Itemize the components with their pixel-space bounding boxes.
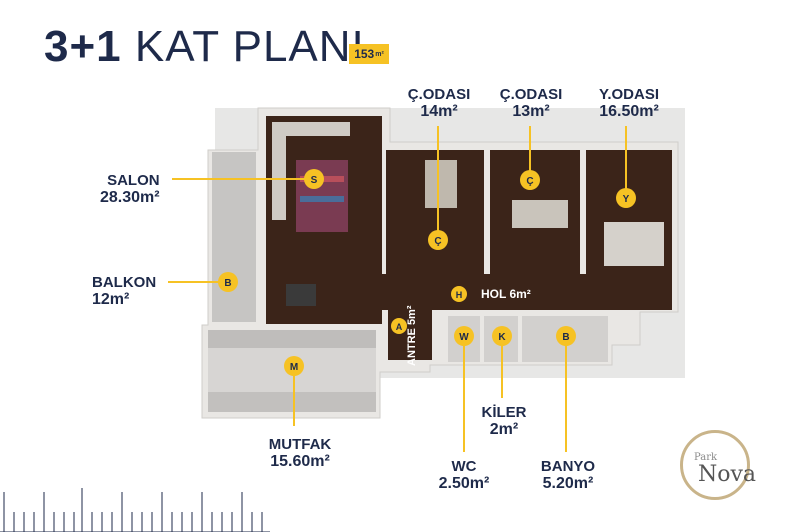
- label-wc: WC 2.50m²: [428, 458, 500, 492]
- leader-lines: [168, 126, 627, 452]
- bed-cocuk1: [425, 160, 457, 208]
- ruler: [0, 488, 270, 532]
- label-banyo-name: BANYO: [540, 458, 596, 475]
- label-cocuk2-name: Ç.ODASI: [499, 86, 563, 103]
- label-mutfak-area: 15.60m²: [270, 453, 330, 470]
- bed-yatak: [604, 222, 664, 266]
- marker-antre-letter: A: [396, 322, 403, 332]
- logo-park: Park: [694, 452, 718, 463]
- marker-mutfak-letter: M: [290, 362, 298, 373]
- marker-wc-letter: W: [459, 332, 469, 343]
- label-mutfak-name: MUTFAK: [268, 436, 332, 453]
- label-wc-name: WC: [451, 458, 477, 475]
- marker-banyo[interactable]: [556, 326, 576, 346]
- marker-wc[interactable]: [454, 326, 474, 346]
- logo-ring: [680, 430, 750, 500]
- balkon-floor: [212, 152, 256, 322]
- total-area-value: 153: [354, 47, 375, 61]
- label-balkon: BALKON 12m²: [92, 274, 156, 308]
- dining-table: [286, 284, 316, 306]
- label-yatak-area: 16.50m²: [599, 103, 659, 120]
- label-cocuk1: Ç.ODASI 14m²: [398, 86, 480, 120]
- marker-salon-letter: S: [311, 175, 318, 186]
- marker-cocuk1-letter: Ç: [434, 236, 441, 247]
- rug-stripe: [300, 196, 344, 202]
- label-hol: HOL 6m²: [481, 287, 531, 301]
- total-area-unit: m²: [375, 50, 384, 58]
- label-cocuk1-area: 14m²: [420, 103, 458, 120]
- sofa: [272, 122, 350, 136]
- marker-antre[interactable]: [391, 318, 407, 334]
- label-kiler: KİLER 2m²: [474, 404, 534, 438]
- label-salon: SALON 28.30m²: [100, 172, 160, 206]
- marker-kiler[interactable]: [492, 326, 512, 346]
- label-antre: ANTRE 5m²: [406, 305, 418, 366]
- page-title: 3+1 KAT PLANI: [44, 22, 365, 72]
- logo-nova: Nova: [698, 462, 757, 487]
- label-cocuk1-name: Ç.ODASI: [407, 86, 471, 103]
- label-salon-area: 28.30m²: [100, 189, 160, 206]
- bed-cocuk2: [512, 200, 568, 228]
- marker-cocuk1[interactable]: [428, 230, 448, 250]
- marker-salon[interactable]: [304, 169, 324, 189]
- label-balkon-area: 12m²: [92, 291, 130, 308]
- park-nova-logo: Park Nova: [680, 430, 770, 500]
- marker-kiler-letter: K: [498, 332, 506, 343]
- marker-banyo-letter: B: [562, 332, 569, 343]
- label-banyo-area: 5.20m²: [542, 475, 594, 492]
- label-banyo: BANYO 5.20m²: [530, 458, 606, 492]
- label-kiler-area: 2m²: [489, 421, 519, 438]
- marker-yatak[interactable]: [616, 188, 636, 208]
- kitchen-counter: [208, 330, 376, 348]
- label-yatak: Y.ODASI 16.50m²: [584, 86, 674, 120]
- marker-cocuk2-letter: Ç: [526, 176, 533, 187]
- label-cocuk2-area: 13m²: [512, 103, 550, 120]
- label-mutfak: MUTFAK 15.60m²: [256, 436, 344, 470]
- label-yatak-name: Y.ODASI: [598, 86, 659, 103]
- label-kiler-name: KİLER: [481, 404, 527, 421]
- room-markers: S B M Ç Ç Y H A W K B: [218, 169, 636, 376]
- marker-balkon[interactable]: [218, 272, 238, 292]
- sofa-side: [272, 122, 286, 220]
- marker-hol-letter: H: [456, 290, 463, 300]
- marker-mutfak[interactable]: [284, 356, 304, 376]
- label-cocuk2: Ç.ODASI 13m²: [490, 86, 572, 120]
- label-salon-name: SALON: [107, 172, 160, 189]
- marker-hol[interactable]: [451, 286, 467, 302]
- marker-yatak-letter: Y: [623, 194, 630, 205]
- title-rest: KAT PLANI: [134, 22, 365, 71]
- kitchen-counter-bottom: [208, 392, 376, 412]
- marker-balkon-letter: B: [224, 278, 231, 289]
- marker-cocuk2[interactable]: [520, 170, 540, 190]
- title-bold: 3+1: [44, 22, 122, 71]
- label-balkon-name: BALKON: [92, 274, 157, 291]
- label-wc-area: 2.50m²: [438, 475, 490, 492]
